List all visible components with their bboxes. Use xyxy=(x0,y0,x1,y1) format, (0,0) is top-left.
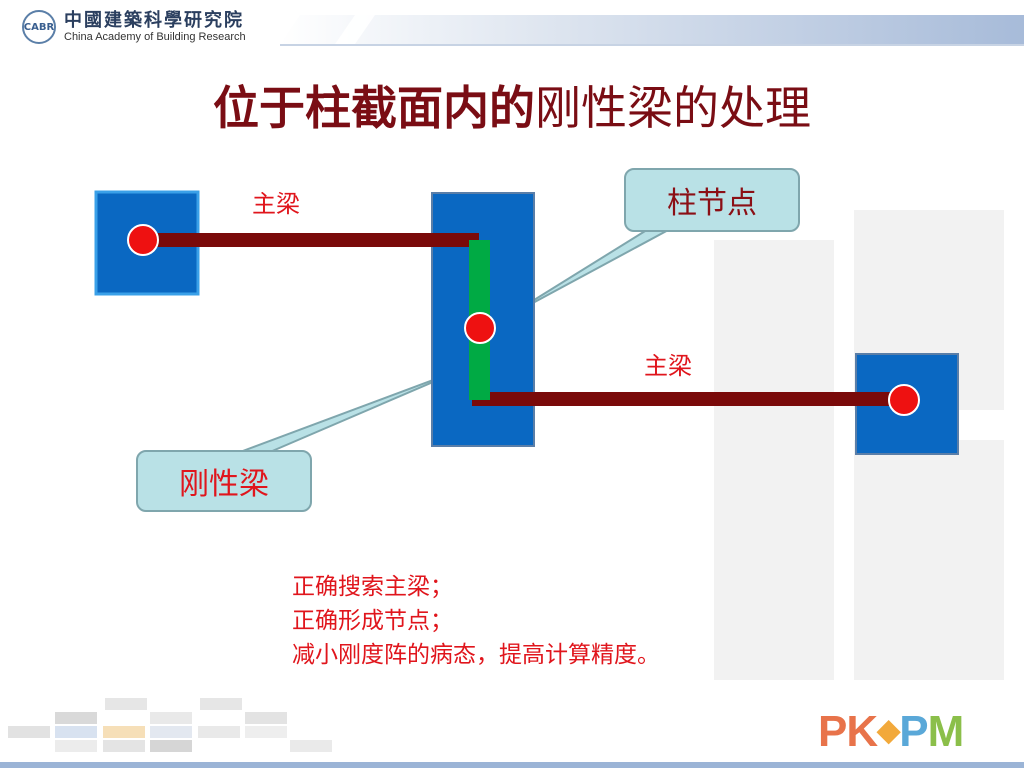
pkpm-letter: M xyxy=(927,707,965,756)
watermark-logo xyxy=(714,210,1004,680)
bottom-strip xyxy=(0,762,1024,768)
pkpm-diamond-icon: ◆ xyxy=(877,714,900,747)
main-beam-lower xyxy=(472,392,905,406)
node-left xyxy=(127,224,159,256)
pkpm-letter: P xyxy=(818,707,847,756)
logo-text: 中國建築科學研究院 China Academy of Building Rese… xyxy=(64,11,246,43)
title-normal-part: 刚性梁的处理 xyxy=(535,81,811,135)
logo-mark-icon: CABR xyxy=(22,10,56,44)
note-line: 正确形成节点； xyxy=(292,608,453,634)
header-band xyxy=(280,15,1024,46)
note-line: 减小刚度阵的病态，提高计算精度。 xyxy=(292,642,660,668)
node-right xyxy=(888,384,920,416)
cabr-logo: CABR 中國建築科學研究院 China Academy of Building… xyxy=(22,10,246,44)
note-line: 正确搜索主梁； xyxy=(292,574,453,600)
pkpm-letter: P xyxy=(899,707,928,756)
slide-title: 位于柱截面内的刚性梁的处理 xyxy=(0,72,1024,138)
node-center xyxy=(464,312,496,344)
logo-english-name: China Academy of Building Research xyxy=(64,30,246,43)
callout-column-node: 柱节点 xyxy=(624,168,800,232)
footer-decoration xyxy=(8,698,332,752)
callout-rigid-beam: 刚性梁 xyxy=(136,450,312,512)
beam-label-upper: 主梁 xyxy=(252,190,300,218)
pkpm-letter: K xyxy=(846,707,878,756)
beam-label-lower: 主梁 xyxy=(644,352,692,380)
logo-chinese-name: 中國建築科學研究院 xyxy=(64,10,244,32)
main-beam-upper xyxy=(143,233,479,247)
pkpm-logo: PK◆PM xyxy=(818,707,965,756)
title-bold-part: 位于柱截面内的 xyxy=(213,81,535,135)
notes-list: 正确搜索主梁； 正确形成节点； 减小刚度阵的病态，提高计算精度。 xyxy=(292,570,660,672)
